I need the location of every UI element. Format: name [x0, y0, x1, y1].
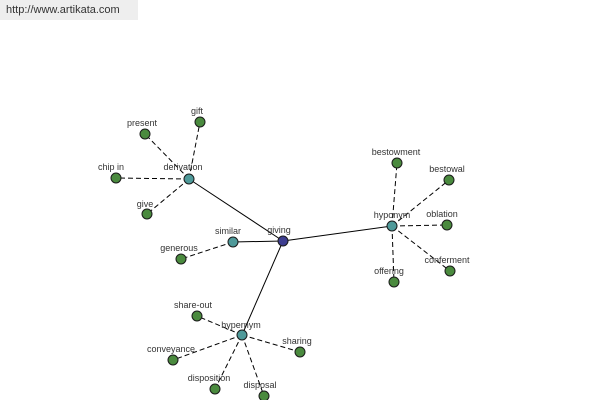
edge-hypernym-disposition: [214, 334, 243, 390]
node-disposition[interactable]: [209, 383, 221, 395]
label-bestowment: bestowment: [372, 147, 421, 157]
node-conveyance[interactable]: [167, 354, 179, 366]
nodes: [110, 116, 456, 400]
source-url[interactable]: http://www.artikata.com: [0, 0, 138, 20]
edge-hypernym-disposal: [241, 334, 265, 397]
node-present[interactable]: [139, 128, 151, 140]
edge-derivation-chip-in: [115, 177, 190, 180]
node-hyponym[interactable]: [386, 220, 398, 232]
edge-hypernym-sharing: [241, 334, 301, 353]
label-conferment: conferment: [424, 255, 470, 265]
edge-hyponym-offering: [391, 225, 395, 283]
label-sharing: sharing: [282, 336, 312, 346]
node-bestowment[interactable]: [391, 157, 403, 169]
labels: present gift chip in give derivation generous…: [98, 106, 470, 390]
label-oblation: oblation: [426, 209, 458, 219]
label-disposition: disposition: [188, 373, 231, 383]
node-gift[interactable]: [194, 116, 206, 128]
label-conveyance: conveyance: [147, 344, 195, 354]
edge-hypernym-share-out: [196, 315, 243, 336]
node-disposal[interactable]: [258, 390, 270, 400]
label-similar: similar: [215, 226, 241, 236]
node-chip-in[interactable]: [110, 172, 122, 184]
label-giving: giving: [267, 225, 291, 235]
node-offering[interactable]: [388, 276, 400, 288]
label-share-out: share-out: [174, 300, 213, 310]
edge-similar-generous: [180, 241, 234, 260]
label-derivation: derivation: [163, 162, 202, 172]
label-chip-in: chip in: [98, 162, 124, 172]
node-giving[interactable]: [277, 235, 289, 247]
node-similar[interactable]: [227, 236, 239, 248]
node-hypernym[interactable]: [236, 329, 248, 341]
label-present: present: [127, 118, 158, 128]
edge-derivation-give: [146, 178, 190, 215]
edge-hyponym-bestowment: [391, 162, 398, 227]
node-bestowal[interactable]: [443, 174, 455, 186]
edge-derivation-present: [144, 133, 190, 180]
node-share-out[interactable]: [191, 310, 203, 322]
edge-hyponym-bestowal: [391, 179, 450, 227]
edge-giving-derivation: [188, 178, 284, 242]
edge-giving-similar: [232, 240, 284, 243]
label-give: give: [137, 199, 154, 209]
label-gift: gift: [191, 106, 204, 116]
label-generous: generous: [160, 243, 198, 253]
edge-hyponym-oblation: [391, 224, 448, 227]
label-disposal: disposal: [243, 380, 276, 390]
label-bestowal: bestowal: [429, 164, 465, 174]
label-offering: offering: [374, 266, 404, 276]
node-give[interactable]: [141, 208, 153, 220]
node-conferment[interactable]: [444, 265, 456, 277]
node-generous[interactable]: [175, 253, 187, 265]
label-hyponym: hyponym: [374, 210, 411, 220]
edges: [115, 121, 451, 397]
node-derivation[interactable]: [183, 173, 195, 185]
edge-derivation-gift: [188, 121, 201, 180]
edge-giving-hyponym: [282, 225, 393, 242]
label-hypernym: hypernym: [221, 320, 261, 330]
edge-hyponym-conferment: [391, 225, 451, 272]
node-sharing[interactable]: [294, 346, 306, 358]
node-oblation[interactable]: [441, 219, 453, 231]
edge-giving-hypernym: [241, 240, 284, 336]
edge-hypernym-conveyance: [172, 334, 243, 361]
